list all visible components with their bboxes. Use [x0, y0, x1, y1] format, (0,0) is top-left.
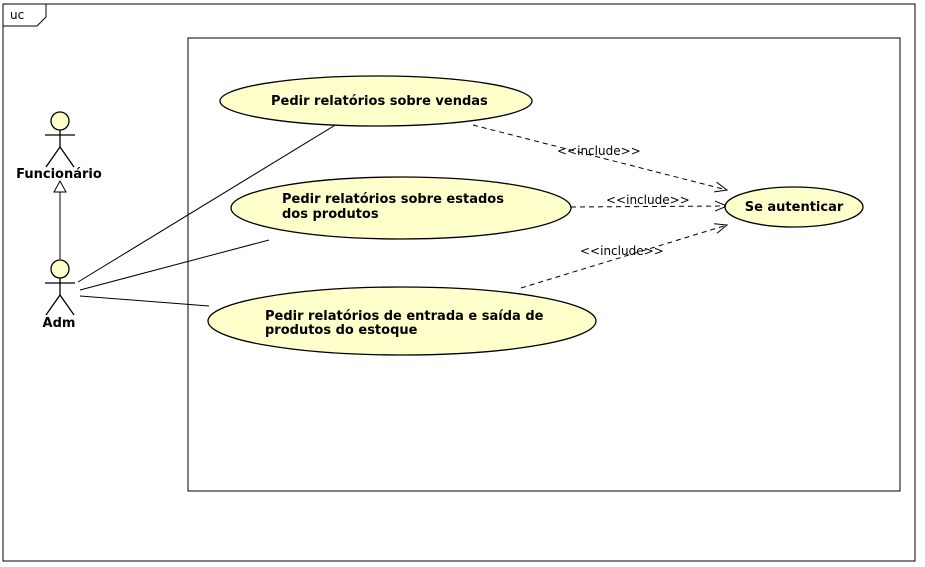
association-adm-vendas: [77, 123, 338, 283]
include-label-1: <<include>>: [557, 144, 641, 158]
use-case-autenticar[interactable]: Se autenticar: [724, 186, 864, 228]
use-case-vendas-shape: [219, 75, 533, 127]
actor-adm-head: [50, 259, 70, 279]
generalization: [53, 179, 67, 259]
association-adm-estados: [79, 239, 270, 291]
use-case-estados-label-line2: dos produtos: [282, 207, 379, 222]
include-label-3: <<include>>: [580, 244, 664, 258]
actor-adm[interactable]: Adm: [43, 259, 76, 331]
actor-funcionario-name: Funcionário: [16, 167, 102, 182]
include-vendas-autenticar: [472, 124, 727, 190]
use-case-estados-label-line1: Pedir relatórios sobre estados: [282, 192, 504, 207]
include-dependencies: [472, 124, 727, 289]
include-estados-autenticar: [570, 206, 727, 207]
frame-tab: [3, 4, 47, 27]
use-case-autenticar-shape: [724, 186, 864, 228]
use-case-entrada-label-line2: produtos do estoque: [265, 323, 418, 338]
actor-adm-name: Adm: [43, 316, 76, 331]
use-case-estados[interactable]: Pedir relatórios sobre estados dos produ…: [230, 176, 572, 240]
actor-funcionario-stick-figure: [45, 130, 75, 168]
use-case-vendas[interactable]: Pedir relatórios sobre vendas: [219, 75, 533, 127]
actor-funcionario-head: [50, 111, 70, 131]
include-label-2: <<include>>: [606, 193, 690, 207]
frame-tag: uc: [10, 8, 24, 22]
actor-funcionario[interactable]: Funcionário: [16, 111, 102, 182]
use-case-autenticar-label: Se autenticar: [745, 200, 844, 215]
use-case-estados-shape: [230, 176, 572, 240]
generalization-arrowhead: [53, 179, 67, 193]
associations: [77, 123, 338, 307]
use-case-entrada-label-line1: Pedir relatórios de entrada e saída de: [265, 309, 544, 324]
actor-adm-stick-figure: [45, 278, 75, 316]
use-case-entrada[interactable]: Pedir relatórios de entrada e saída de p…: [207, 286, 597, 356]
use-case-entrada-shape: [207, 286, 597, 356]
use-case-vendas-label: Pedir relatórios sobre vendas: [271, 94, 488, 109]
association-adm-entrada: [79, 295, 210, 307]
